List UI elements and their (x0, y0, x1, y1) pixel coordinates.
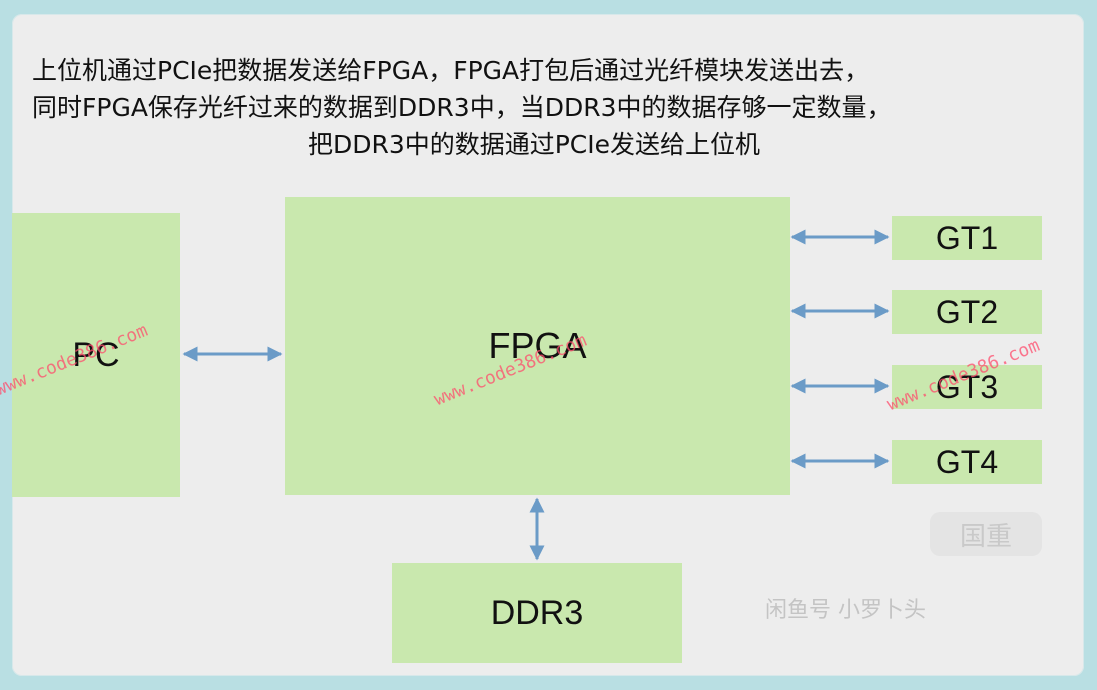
watermark-stamp: 国重 (930, 512, 1042, 556)
ddr3-block: DDR3 (392, 563, 682, 663)
caption-line-2: 同时FPGA保存光纤过来的数据到DDR3中，当DDR3中的数据存够一定数量， (32, 93, 892, 122)
pc-block: PC (12, 213, 180, 497)
watermark-credit: 闲鱼号 小罗卜头 (765, 598, 926, 623)
gt2-block: GT2 (892, 290, 1042, 334)
fpga-block: FPGA (285, 197, 790, 495)
gt1-block: GT1 (892, 216, 1042, 260)
diagram-caption: 上位机通过PCIe把数据发送给FPGA，FPGA打包后通过光纤模块发送出去， 同… (14, 52, 1054, 163)
gt4-block: GT4 (892, 440, 1042, 484)
gt3-block: GT3 (892, 365, 1042, 409)
caption-line-3: 把DDR3中的数据通过PCIe发送给上位机 (307, 130, 761, 159)
caption-line-1: 上位机通过PCIe把数据发送给FPGA，FPGA打包后通过光纤模块发送出去， (32, 56, 870, 85)
